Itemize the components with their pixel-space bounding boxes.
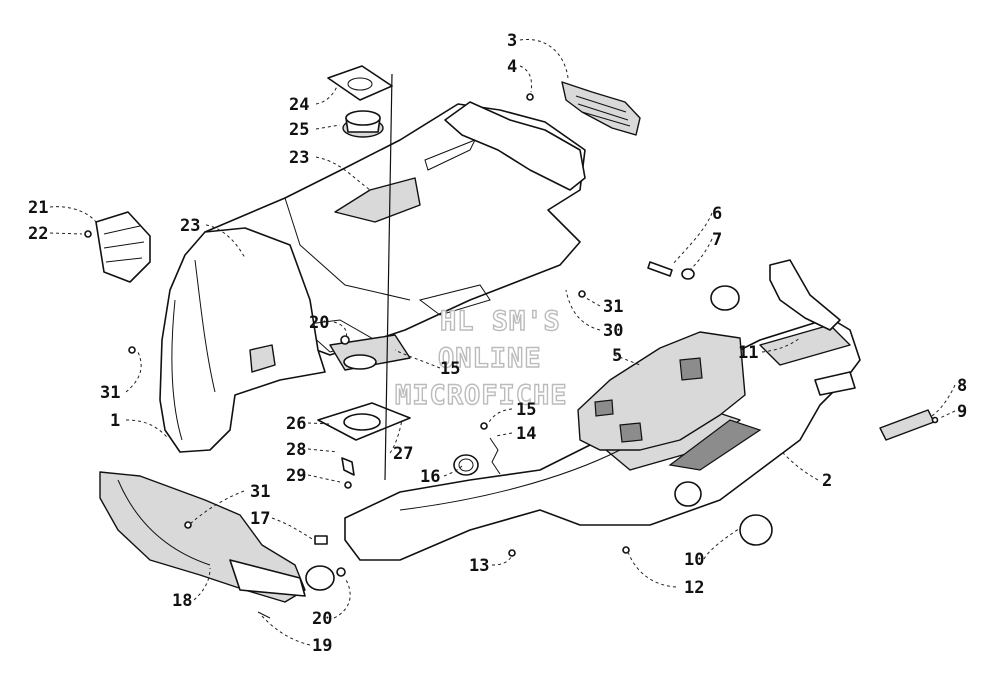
left-side-panel-part xyxy=(159,227,326,453)
callout-10: 10 xyxy=(684,550,704,570)
front-bumper-part xyxy=(99,471,306,603)
callout-29: 29 xyxy=(286,466,306,486)
watermark-line-1: HL SM'S xyxy=(440,306,561,337)
callout-14: 14 xyxy=(516,424,536,444)
reflector-part xyxy=(879,409,935,441)
watermark-line-3: MICROFICHE xyxy=(395,380,568,411)
callout-1: 1 xyxy=(110,411,120,431)
lens-part xyxy=(674,481,773,546)
watermark: HL SM'S ONLINE MICROFICHE xyxy=(394,305,568,411)
gasket-part xyxy=(327,65,393,101)
mounting-plate-part xyxy=(317,334,411,441)
leader-lines xyxy=(49,38,956,646)
callout-6: 6 xyxy=(712,204,722,224)
callout-31-lower: 31 xyxy=(250,482,270,502)
callout-2: 2 xyxy=(822,471,832,491)
callout-23-left: 23 xyxy=(180,216,200,236)
callout-22: 22 xyxy=(28,224,48,244)
inner-panel-part xyxy=(577,331,746,451)
callout-7: 7 xyxy=(712,230,722,250)
callout-16: 16 xyxy=(420,467,440,487)
callout-5: 5 xyxy=(612,346,622,366)
callout-8: 8 xyxy=(957,376,967,396)
callout-11: 11 xyxy=(738,343,758,363)
callout-27: 27 xyxy=(393,444,413,464)
callout-15-upper: 15 xyxy=(440,359,460,379)
callout-3: 3 xyxy=(507,31,517,51)
callout-17: 17 xyxy=(250,509,270,529)
callout-24: 24 xyxy=(289,95,309,115)
callout-31-left: 31 xyxy=(100,383,120,403)
callout-18: 18 xyxy=(172,591,192,611)
callout-15-lower: 15 xyxy=(516,400,536,420)
callout-labels: 3 4 24 25 23 21 22 23 6 7 31 20 15 30 5 … xyxy=(28,31,967,656)
callout-26: 26 xyxy=(286,414,306,434)
watermark-line-2: ONLINE xyxy=(438,343,542,374)
grommet-part xyxy=(453,454,479,476)
callout-20-upper: 20 xyxy=(309,313,329,333)
callout-20-lower: 20 xyxy=(312,609,332,629)
hardware-parts xyxy=(84,93,939,619)
callout-13: 13 xyxy=(469,556,489,576)
callout-30: 30 xyxy=(603,321,623,341)
callout-19: 19 xyxy=(312,636,332,656)
vertical-rod xyxy=(384,73,393,481)
seal-part xyxy=(342,110,384,138)
callout-9: 9 xyxy=(957,402,967,422)
callout-12: 12 xyxy=(684,578,704,598)
callout-23-top: 23 xyxy=(289,148,309,168)
rear-grab-handle-part xyxy=(444,81,641,191)
callout-21: 21 xyxy=(28,198,48,218)
callout-4: 4 xyxy=(507,57,517,77)
boot-part xyxy=(95,211,151,283)
callout-31-right: 31 xyxy=(603,297,623,317)
callout-28: 28 xyxy=(286,440,306,460)
callout-25: 25 xyxy=(289,120,309,140)
